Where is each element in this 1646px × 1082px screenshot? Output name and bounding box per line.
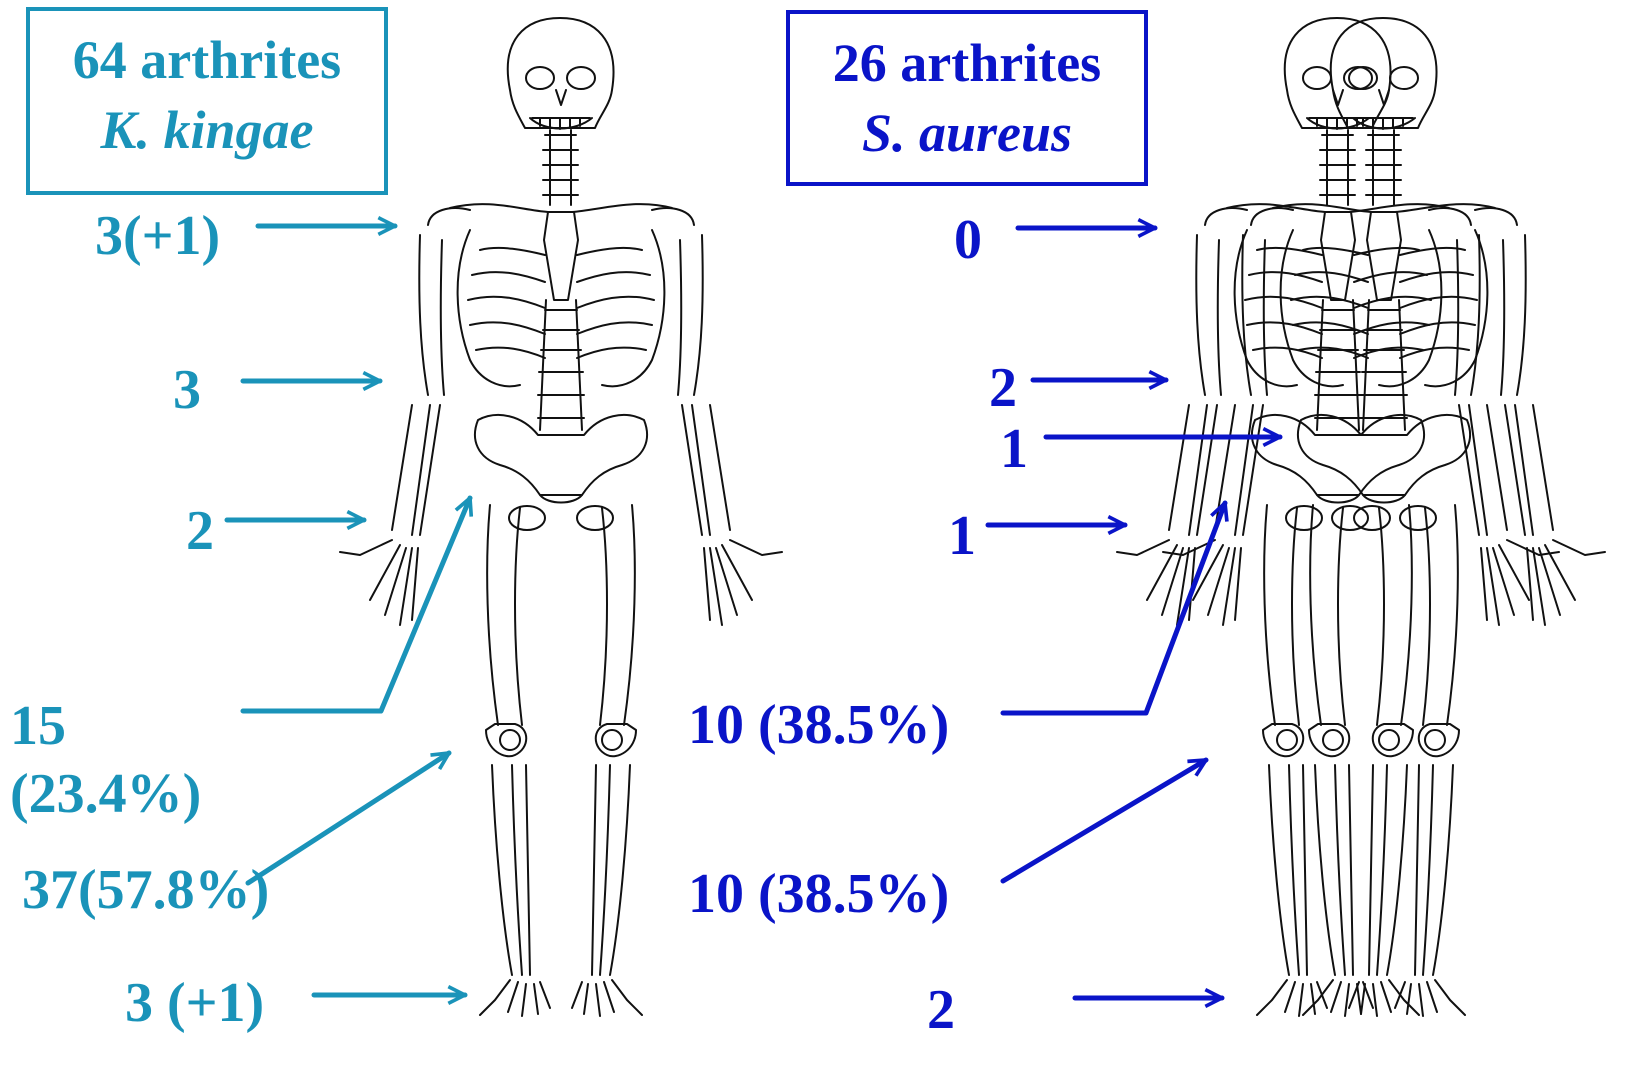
count-wrist-kingae: 2	[186, 503, 214, 559]
count-elbow-aureus: 2	[989, 360, 1017, 416]
count-knee-aureus: 10 (38.5%)	[688, 866, 949, 922]
title-box-aureus: 26 arthrites S. aureus	[786, 10, 1148, 186]
organism-aureus: S. aureus	[790, 98, 1144, 168]
count-hip-percent-kingae: (23.4%)	[10, 766, 201, 822]
count-elbow-kingae: 3	[173, 362, 201, 418]
count-ankle-kingae: 3 (+1)	[125, 975, 264, 1031]
title-box-kingae: 64 arthrites K. kingae	[26, 7, 388, 195]
organism-kingae: K. kingae	[30, 95, 384, 165]
count-hip-kingae: 15	[10, 698, 66, 754]
count-sacroiliac-aureus: 1	[1000, 421, 1028, 477]
panel-aureus: 26 arthrites S. aureus 0 2 1 1 10 (38.5%…	[823, 0, 1646, 1082]
total-arthritis-kingae: 64 arthrites	[30, 25, 384, 95]
count-hip-aureus: 10 (38.5%)	[688, 697, 949, 753]
count-ankle-aureus: 2	[927, 982, 955, 1038]
count-knee-kingae: 37(57.8%)	[22, 862, 269, 918]
count-shoulder-kingae: 3(+1)	[95, 208, 220, 264]
count-wrist-aureus: 1	[948, 508, 976, 564]
total-arthritis-aureus: 26 arthrites	[790, 28, 1144, 98]
count-shoulder-aureus: 0	[954, 212, 982, 268]
